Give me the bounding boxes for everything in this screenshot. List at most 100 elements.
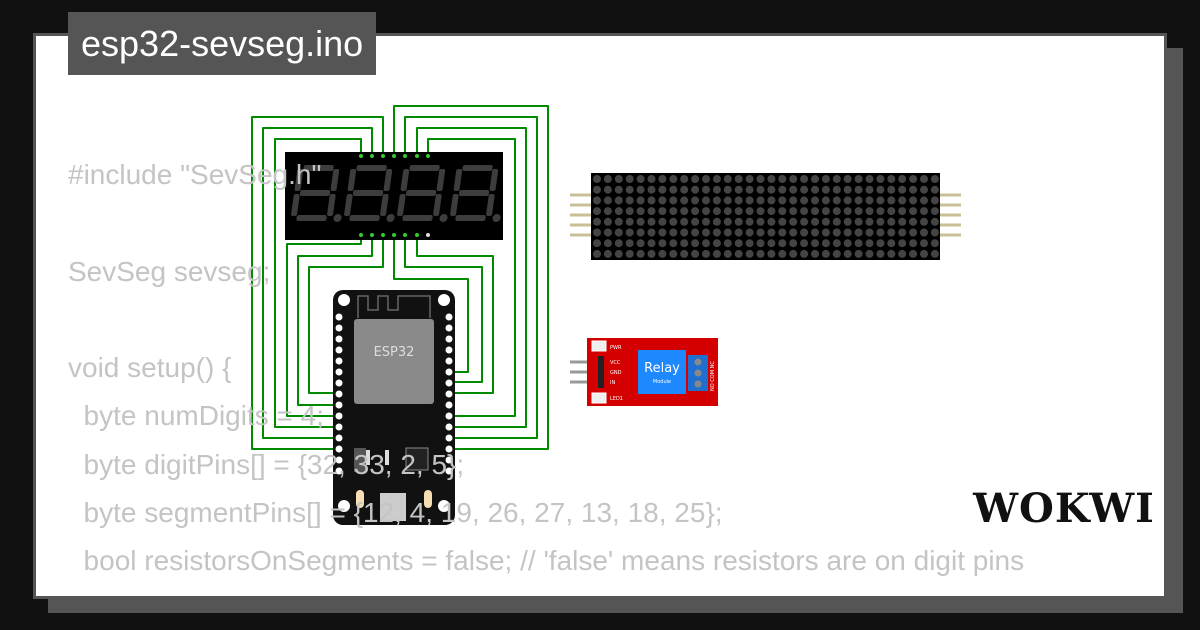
led-dot — [669, 185, 678, 194]
led-dot — [625, 217, 634, 226]
segment — [489, 169, 499, 191]
led-dot — [843, 175, 852, 183]
led-dot — [898, 228, 907, 237]
led-dot — [593, 228, 601, 237]
led-dot — [680, 217, 689, 226]
relay-in-label: IN — [610, 380, 615, 386]
led-dot — [745, 217, 754, 226]
segment — [486, 194, 495, 216]
led-dot — [821, 239, 830, 248]
led-dot — [712, 207, 721, 216]
esp32-pin — [445, 390, 453, 398]
led-dot — [734, 207, 743, 216]
wires — [251, 105, 549, 450]
led-dot — [712, 228, 721, 237]
led-dot — [680, 239, 689, 248]
led-dot — [647, 207, 656, 216]
led-dot — [712, 249, 721, 258]
button[interactable] — [424, 490, 432, 508]
led-dot — [898, 217, 907, 226]
led-dot — [821, 249, 830, 258]
wire — [404, 116, 538, 439]
regulator — [354, 448, 366, 472]
led-dot — [734, 217, 743, 226]
led-dot — [821, 196, 830, 205]
led-dot — [800, 217, 809, 226]
led-dot — [832, 185, 841, 194]
led-dot — [778, 239, 787, 248]
led-dot — [723, 217, 732, 226]
led-dot — [745, 249, 754, 258]
led-dot — [789, 196, 798, 205]
esp32-pin — [445, 357, 453, 365]
led-dot — [593, 249, 601, 258]
led-dot — [767, 239, 776, 248]
led-dot — [625, 196, 634, 205]
preview-card — [33, 33, 1167, 599]
usb-chip — [405, 447, 429, 471]
led-dot — [811, 207, 819, 216]
esp32-pin — [445, 412, 453, 420]
led-dot — [887, 175, 896, 183]
led-dot — [658, 196, 667, 205]
led-dot — [756, 207, 765, 216]
led-dot — [603, 185, 612, 194]
segment — [356, 165, 387, 171]
seven-segment-display[interactable] — [285, 152, 508, 240]
led-dot — [647, 185, 656, 194]
led-dot — [811, 196, 819, 205]
led-dot — [854, 217, 863, 226]
led-dot — [832, 207, 841, 216]
led-dot — [789, 185, 798, 194]
led-dot — [821, 228, 830, 237]
esp32-pin — [335, 324, 343, 332]
led-dot — [636, 175, 645, 183]
led-dot — [800, 239, 809, 248]
decimal-point — [439, 214, 448, 222]
led-dot — [756, 228, 765, 237]
relay-module[interactable]: PWR VCC GND IN LED1 Relay Module NO COM … — [570, 338, 718, 406]
segment — [383, 169, 393, 191]
esp32-pin — [445, 423, 453, 431]
esp32-board[interactable]: ESP32 — [333, 290, 455, 525]
led-dot — [800, 185, 809, 194]
button[interactable] — [356, 490, 364, 508]
led-dot — [832, 217, 841, 226]
led-dot — [669, 249, 678, 258]
digit — [450, 165, 501, 222]
file-title: esp32-sevseg.ino — [68, 12, 377, 75]
led-dot — [756, 185, 765, 194]
led-dot — [614, 207, 623, 216]
decimal-point — [333, 214, 342, 222]
led-dot — [887, 228, 896, 237]
led-dot — [811, 217, 819, 226]
led-dot — [636, 207, 645, 216]
wire — [274, 138, 362, 428]
led-dot — [593, 239, 601, 248]
led-dot — [920, 175, 928, 183]
led-dot — [832, 175, 841, 183]
led-dot — [920, 217, 928, 226]
segment — [349, 215, 380, 221]
led-dot — [636, 239, 645, 248]
segment — [296, 215, 327, 221]
led-dot — [691, 207, 700, 216]
segment — [330, 169, 340, 191]
terminal-screw — [694, 369, 702, 377]
led-dot — [658, 228, 667, 237]
led-dot — [734, 228, 743, 237]
display-pin — [370, 233, 374, 237]
relay-sub-label: Module — [653, 379, 671, 385]
led-dot — [734, 196, 743, 205]
led-dot — [898, 249, 907, 258]
esp32-label: ESP32 — [374, 345, 415, 360]
led-dot — [745, 228, 754, 237]
led-matrix[interactable] — [570, 173, 961, 260]
led-dot — [702, 175, 710, 183]
led-dot — [843, 185, 852, 194]
digit — [344, 165, 395, 222]
led-dot — [625, 249, 634, 258]
led-dot — [614, 196, 623, 205]
esp32-pin — [335, 412, 343, 420]
esp32-pin — [335, 346, 343, 354]
